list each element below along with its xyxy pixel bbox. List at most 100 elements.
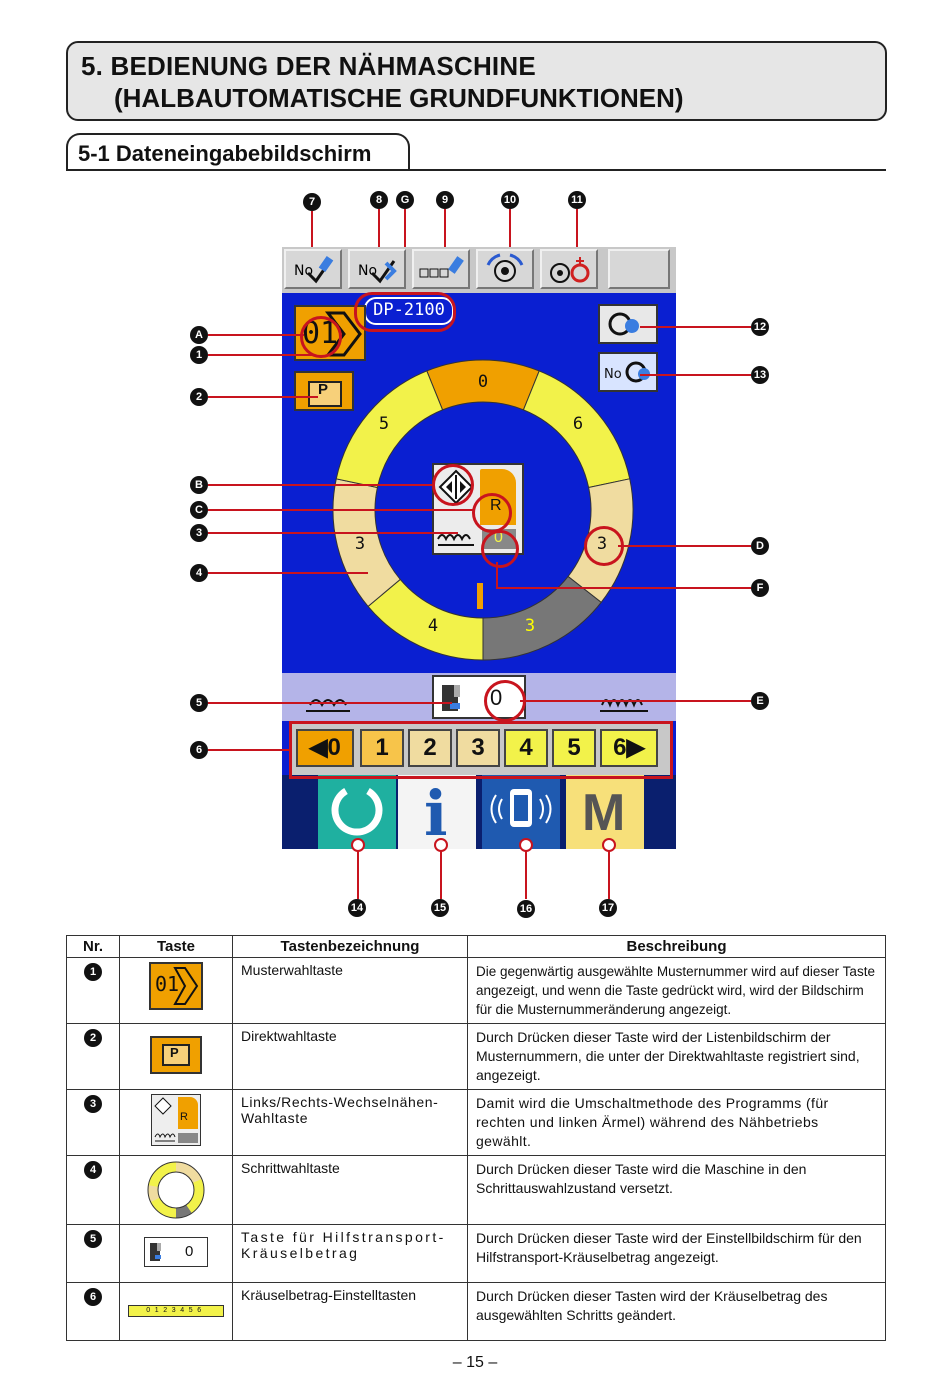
leader-f-vertical <box>496 562 498 588</box>
new-pattern-button[interactable]: No <box>284 249 342 289</box>
presser-foot-icon <box>150 1243 161 1261</box>
row-nr: 6 <box>66 1282 120 1341</box>
page-number: – 15 – <box>452 1354 498 1371</box>
left-right-diamond-icon <box>154 1097 172 1115</box>
dot-17 <box>602 838 616 852</box>
row-nr: 5 <box>66 1224 120 1283</box>
callout-5: 5 <box>190 694 208 712</box>
ring-segment-3-lower[interactable] <box>482 575 602 661</box>
callout-14: 14 <box>348 899 366 917</box>
leader-9 <box>444 209 446 266</box>
step-key-0[interactable]: ◀0 <box>296 729 354 767</box>
table-header-row: Nr. Taste Tastenbezeichnung Beschreibung <box>66 935 886 958</box>
table-row: 2 P Direktwahltaste Durch Drücken dieser… <box>66 1023 886 1090</box>
step-key-5[interactable]: 5 <box>552 729 596 767</box>
row-number-badge: 5 <box>84 1230 102 1248</box>
step-key-4[interactable]: 4 <box>504 729 548 767</box>
row-nr: 1 <box>66 957 120 1024</box>
copy-pattern-button[interactable]: No <box>348 249 406 289</box>
mode-button[interactable]: M <box>566 775 644 849</box>
leader-f <box>496 587 751 589</box>
step-key-1[interactable]: 1 <box>360 729 404 767</box>
row-nr: 4 <box>66 1155 120 1225</box>
ready-button[interactable] <box>318 775 396 849</box>
step-key-1-label: 1 <box>375 734 389 761</box>
row-number-badge: 2 <box>84 1029 102 1047</box>
leader-10 <box>509 209 511 266</box>
communication-button[interactable] <box>482 775 560 849</box>
callout-b: B <box>190 476 208 494</box>
leader-15 <box>440 845 442 899</box>
direct-select-label: P <box>318 381 329 398</box>
callout-f: F <box>751 579 769 597</box>
step-keys-icon: 0123456 <box>128 1305 224 1317</box>
information-button[interactable]: i <box>398 775 476 849</box>
leader-12 <box>640 326 751 328</box>
bobbin-winding-icon <box>486 253 524 282</box>
step-key-4-label: 4 <box>519 734 533 761</box>
table-row: 6 0123456 Kräuselbetrag-Einstelltasten D… <box>66 1282 886 1341</box>
step-key-0-left-arrow: ◀ <box>309 734 328 761</box>
callout-9: 9 <box>436 191 454 209</box>
counter-icon <box>550 257 590 283</box>
folder-icon <box>162 1044 190 1066</box>
callout-3: 3 <box>190 524 208 542</box>
reset-counter-button[interactable] <box>598 304 658 344</box>
name-input-icon <box>419 256 464 278</box>
callout-11: 11 <box>568 191 586 209</box>
counter-button[interactable] <box>540 249 598 289</box>
row-description: Durch Drücken dieser Tasten wird der Krä… <box>467 1282 886 1341</box>
row-number-badge: 1 <box>84 963 102 981</box>
bobbin-winding-button[interactable] <box>476 249 534 289</box>
callout-4: 4 <box>190 564 208 582</box>
direct-select-button[interactable]: P <box>294 371 354 411</box>
leader-5 <box>208 702 452 704</box>
callout-15: 15 <box>431 899 449 917</box>
ring-label-lower-left: 4 <box>428 616 438 636</box>
callout-a: A <box>190 326 208 344</box>
chapter-title-line1: 5. BEDIENUNG DER NÄHMASCHINE <box>81 51 536 81</box>
ring-label-upper-left: 5 <box>379 414 389 434</box>
table-row: 5 0 Taste für Hilfstransport-Kräuselbetr… <box>66 1224 886 1283</box>
ring-segment-5[interactable] <box>335 370 444 489</box>
row-name: Direktwahltaste <box>232 1023 468 1090</box>
section-title: 5-1 Dateneingabebildschirm <box>78 141 372 166</box>
row-icon-cell: 0123456 <box>119 1282 233 1341</box>
row-description: Damit wird die Umschaltmethode des Progr… <box>467 1089 886 1156</box>
callout-16: 16 <box>517 900 535 918</box>
header-description: Beschreibung <box>467 935 886 958</box>
leader-2 <box>208 396 318 398</box>
table-row: 1 01 Musterwahltaste Die gegenwärtig aus… <box>66 957 886 1024</box>
table-row: 4 Schrittwahltaste Durch Drücken dieser … <box>66 1155 886 1225</box>
name-input-button[interactable] <box>412 249 470 289</box>
callout-10: 10 <box>501 191 519 209</box>
gather-right-icon <box>600 699 648 712</box>
step-key-3[interactable]: 3 <box>456 729 500 767</box>
diamond-arrow-icon <box>173 967 199 1005</box>
folder-icon <box>308 381 342 407</box>
ring-label-left: 3 <box>355 534 365 554</box>
ring-label-upper-right: 6 <box>573 414 583 434</box>
needle-position-marker <box>477 583 483 609</box>
mode-icon: M <box>582 784 626 842</box>
callout-g: G <box>396 191 414 209</box>
communication-icon <box>490 789 552 827</box>
leader-6 <box>208 749 290 751</box>
presser-foot-icon <box>442 685 460 711</box>
key-description-table: Nr. Taste Tastenbezeichnung Beschreibung… <box>66 935 886 1341</box>
gather-left-icon <box>306 699 350 712</box>
callout-6: 6 <box>190 741 208 759</box>
callout-1: 1 <box>190 346 208 364</box>
callout-17: 17 <box>599 899 617 917</box>
leader-14 <box>357 845 359 899</box>
step-key-6[interactable]: 6▶ <box>600 729 658 767</box>
copy-pattern-icon: No <box>358 260 397 284</box>
pattern-data-button[interactable]: No <box>598 352 658 392</box>
header-name: Tastenbezeichnung <box>232 935 468 958</box>
step-key-2[interactable]: 2 <box>408 729 452 767</box>
ring-segment-3-left[interactable] <box>332 478 401 608</box>
dot-15 <box>434 838 448 852</box>
left-right-key-icon: R <box>151 1094 201 1146</box>
table-row: 3 R Links/Rechts-Wechselnähen-Wahltaste … <box>66 1089 886 1156</box>
blank-button <box>608 249 670 289</box>
